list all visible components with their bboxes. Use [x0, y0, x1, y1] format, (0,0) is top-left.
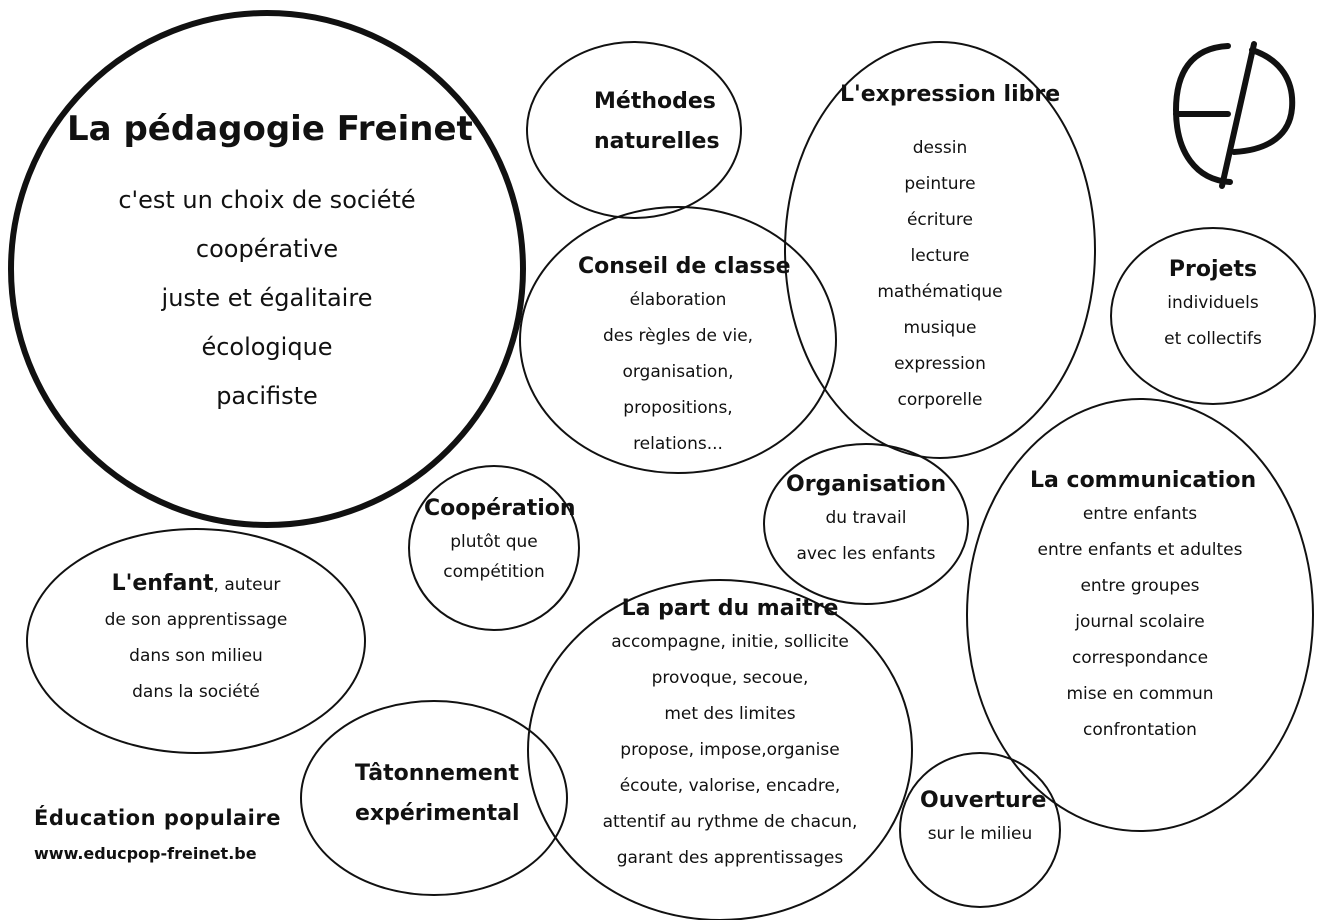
enfant-line: de son apprentissage — [104, 610, 288, 630]
tatonnement-block: Tâtonnement expérimental — [355, 754, 520, 834]
communication-line: journal scolaire — [1075, 612, 1205, 632]
ouverture-block: Ouverture sur le milieu — [920, 786, 1047, 852]
cooperation-title: Coopération — [424, 496, 576, 521]
part-line: propose, impose,organise — [620, 740, 840, 760]
enfant-line: dans son milieu — [129, 646, 263, 666]
conseil-title: Conseil de classe — [578, 254, 791, 279]
part-line: attentif au rythme de chacun, — [602, 812, 858, 832]
ep-logo-icon: EP — [1172, 41, 1296, 189]
part-block: La part du maitre accompagne, initie, so… — [590, 594, 870, 876]
expression-line: corporelle — [897, 390, 983, 410]
bubble-organisation — [763, 443, 969, 605]
expression-line: lecture — [910, 246, 970, 266]
bubble-methodes — [526, 41, 742, 219]
part-line: accompagne, initie, sollicite — [611, 632, 849, 652]
footer: Éducation populaire www.educpop-freinet.… — [34, 806, 281, 863]
part-line: garant des apprentissages — [616, 848, 844, 868]
communication-line: entre enfants — [1082, 504, 1198, 524]
bubble-cooperation — [408, 465, 580, 631]
expression-line: peinture — [904, 174, 976, 194]
conseil-line: organisation, — [622, 362, 734, 382]
bubble-expression — [784, 41, 1096, 459]
enfant-title-suffix: , auteur — [213, 575, 281, 595]
main-line: juste et égalitaire — [161, 284, 373, 312]
projets-line: individuels — [1167, 293, 1259, 313]
projets-title: Projets — [1168, 257, 1258, 282]
enfant-line: dans la société — [132, 682, 260, 702]
communication-title: La communication — [1030, 468, 1257, 493]
main-line: pacifiste — [216, 382, 318, 410]
organisation-title: Organisation — [786, 472, 947, 497]
enfant-heading: L'enfant, auteur — [96, 568, 296, 602]
footer-url: www.educpop-freinet.be — [34, 844, 257, 863]
methodes-title: Méthodes naturelles — [594, 89, 720, 154]
part-title: La part du maitre — [621, 596, 839, 621]
footer-org: Éducation populaire — [34, 806, 281, 830]
main-line: écologique — [201, 333, 333, 361]
expression-line: musique — [903, 318, 977, 338]
expression-line: dessin — [912, 138, 968, 158]
cooperation-line: plutôt que — [450, 532, 538, 552]
bubble-main — [8, 10, 526, 528]
projets-block: Projets individuels et collectifs — [1143, 255, 1283, 357]
expression-title: L'expression libre — [840, 82, 1061, 107]
cooperation-block: Coopération plutôt que compétition — [424, 494, 576, 584]
expression-line: expression — [894, 354, 986, 374]
enfant-block: L'enfant, auteur de son apprentissage da… — [96, 568, 296, 710]
tatonnement-title: Tâtonnement expérimental — [355, 761, 520, 826]
enfant-title: L'enfant — [111, 571, 214, 596]
bubble-conseil — [519, 206, 837, 474]
bubble-tatonnement — [300, 700, 568, 896]
bubble-part — [527, 579, 913, 920]
part-line: provoque, secoue, — [651, 668, 809, 688]
main-line: c'est un choix de société — [118, 186, 416, 214]
main-title: La pédagogie Freinet — [67, 109, 473, 149]
communication-block: La communication entre enfants entre enf… — [1030, 466, 1257, 748]
part-line: écoute, valorise, encadre, — [619, 776, 841, 796]
conseil-line: relations... — [633, 434, 723, 454]
organisation-block: Organisation du travail avec les enfants — [786, 470, 946, 572]
main-line: coopérative — [195, 235, 339, 263]
ouverture-title: Ouverture — [920, 788, 1047, 813]
communication-line: mise en commun — [1066, 684, 1214, 704]
expression-line: mathématique — [877, 282, 1003, 302]
expression-line: écriture — [906, 210, 974, 230]
communication-line: entre groupes — [1080, 576, 1200, 596]
conseil-block: Conseil de classe élaboration des règles… — [578, 252, 791, 462]
part-line: met des limites — [664, 704, 796, 724]
bubble-communication — [966, 398, 1314, 832]
communication-line: correspondance — [1071, 648, 1209, 668]
projets-line: et collectifs — [1164, 329, 1262, 349]
expression-block: L'expression libre dessin peinture écrit… — [840, 80, 1061, 418]
conseil-line: élaboration — [629, 290, 727, 310]
ouverture-line: sur le milieu — [927, 824, 1033, 844]
organisation-line: du travail — [825, 508, 907, 528]
methodes-block: Méthodes naturelles — [594, 82, 720, 162]
organisation-line: avec les enfants — [796, 544, 936, 564]
conseil-line: propositions, — [623, 398, 733, 418]
communication-line: entre enfants et adultes — [1037, 540, 1243, 560]
bubble-ouverture — [899, 752, 1061, 908]
bubble-projets — [1110, 227, 1316, 405]
communication-line: confrontation — [1083, 720, 1197, 740]
bubble-enfant — [26, 528, 366, 754]
cooperation-line: compétition — [443, 562, 545, 582]
main-block: La pédagogie Freinet c'est un choix de s… — [67, 104, 473, 421]
conseil-line: des règles de vie, — [602, 326, 754, 346]
